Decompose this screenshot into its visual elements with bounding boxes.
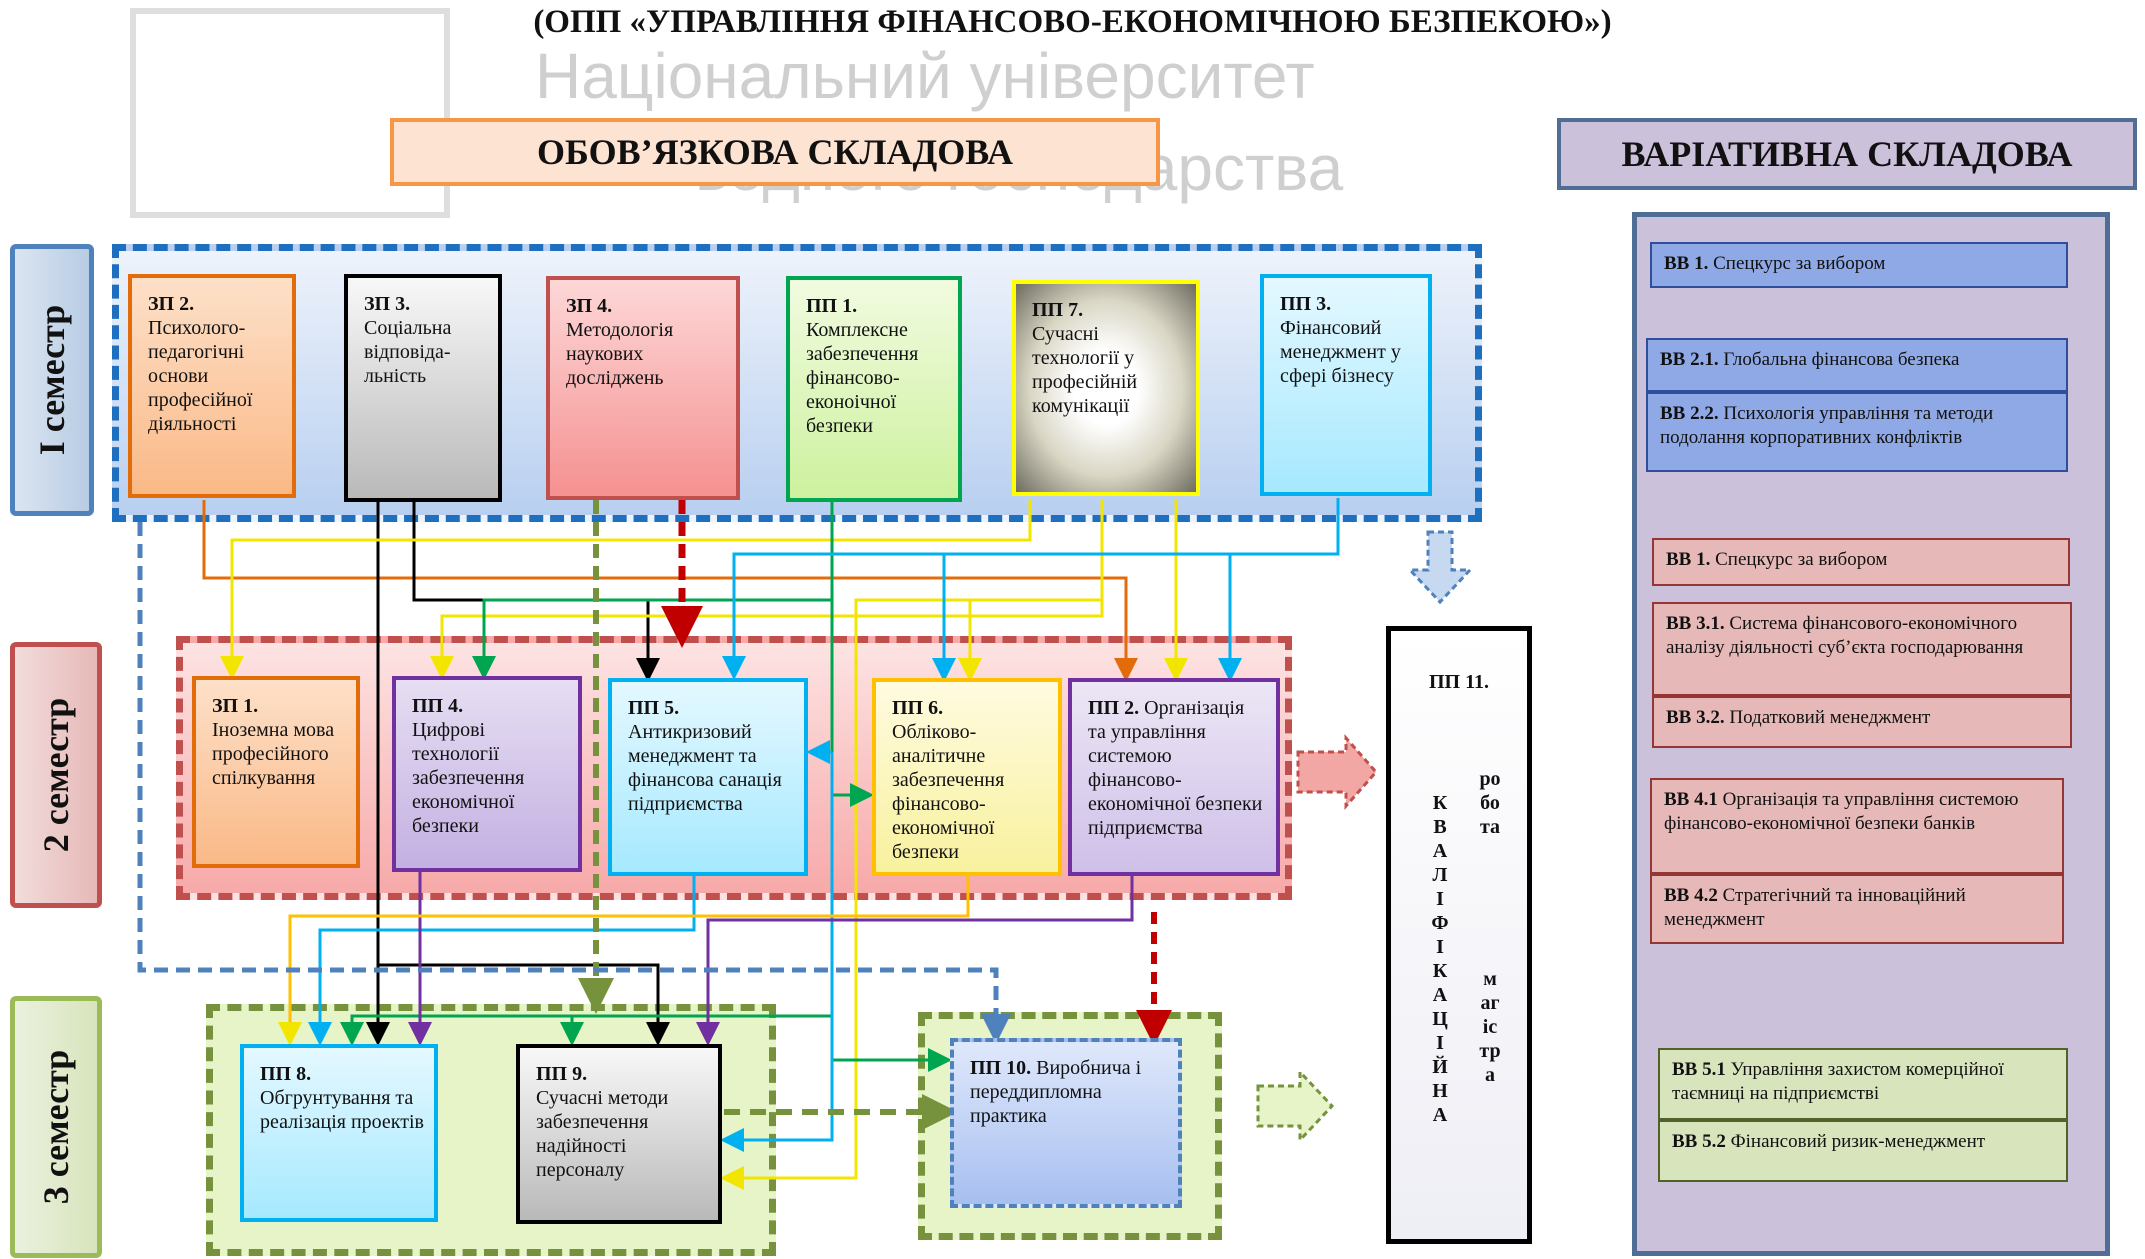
elective-item[interactable]: ВВ 1. Спецкурс за вибором	[1650, 242, 2068, 288]
elective-item[interactable]: ВВ 4.1 Організація та управління системо…	[1650, 778, 2064, 874]
course-name: Психолого-педагогічні основи професійної…	[148, 317, 253, 435]
elective-item[interactable]: ВВ 5.1 Управління захистом комерційної т…	[1658, 1048, 2068, 1120]
pp11-vertical-left: КВАЛІФІКАЦІЙНА	[1431, 792, 1449, 1126]
course-zp1[interactable]: ЗП 1. Іноземна мова професійного спілкув…	[192, 676, 360, 868]
semester-2-label: 2 семестр	[10, 642, 102, 908]
arrow-right-red	[1296, 734, 1379, 810]
elective-name: Фінансовий ризик-менеджмент	[1730, 1131, 1986, 1152]
course-zp3[interactable]: ЗП 3. Соціальна відповіда-льність	[344, 274, 502, 502]
course-name: Сучасні методи забезпечення надійності п…	[536, 1087, 669, 1181]
elective-code: ВВ 3.1.	[1666, 613, 1725, 634]
course-code: ЗП 4.	[566, 295, 613, 317]
course-name: Організація та управління системою фінан…	[1088, 697, 1263, 839]
elective-code: ВВ 5.2	[1672, 1131, 1726, 1152]
course-name: Методологія наукових досліджень	[566, 319, 674, 389]
elective-name: Психологія управління та методи подоланн…	[1660, 403, 1994, 448]
elective-item[interactable]: ВВ 2.1. Глобальна фінансова безпека	[1646, 338, 2068, 392]
course-name: Антикризовий менеджмент та фінансова сан…	[628, 721, 782, 815]
course-code: ПП 3.	[1280, 293, 1332, 315]
course-pp6[interactable]: ПП 6. Обліково-аналітичне забезпечення ф…	[872, 678, 1062, 876]
course-pp3[interactable]: ПП 3. Фінансовий менеджмент у сфері бізн…	[1260, 274, 1432, 496]
course-code: ПП 11.	[1428, 671, 1489, 693]
elective-item[interactable]: ВВ 2.2. Психологія управління та методи …	[1646, 392, 2068, 472]
course-pp10[interactable]: ПП 10. Виробнича і переддипломна практик…	[950, 1038, 1182, 1208]
course-name: Фінансовий менеджмент у сфері бізнесу	[1280, 317, 1401, 387]
semester-1-label: І семестр	[10, 244, 94, 516]
semester-3-label: 3 семестр	[10, 996, 102, 1258]
elective-code: ВВ 4.1	[1664, 789, 1718, 810]
elective-item[interactable]: ВВ 5.2 Фінансовий ризик-менеджмент	[1658, 1120, 2068, 1182]
course-name: Комплексне забезпечення фінансово-еконо­…	[806, 319, 919, 437]
elective-name: Спецкурс за вибором	[1715, 549, 1888, 570]
course-pp9[interactable]: ПП 9. Сучасні методи забезпечення надійн…	[516, 1044, 722, 1224]
elective-name: Податковий менеджмент	[1729, 707, 1931, 728]
course-code: ПП 6.	[892, 697, 944, 719]
course-code: ПП 4.	[412, 695, 464, 717]
course-code: ЗП 2.	[148, 293, 195, 315]
elective-code: ВВ 2.2.	[1660, 403, 1719, 424]
course-name: Іноземна мова професійного спілкування	[212, 719, 335, 789]
course-code: ПП 5.	[628, 697, 680, 719]
elective-header: ВАРІАТИВНА СКЛАДОВА	[1557, 118, 2137, 190]
elective-name: Стратегічний та інноваційний менеджмент	[1664, 885, 1966, 930]
semester-3-text: 3 семестр	[36, 1049, 76, 1205]
course-code: ПП 2.	[1088, 697, 1140, 719]
course-pp4[interactable]: ПП 4. Цифрові технології забезпечення ек…	[392, 676, 582, 872]
course-name: Сучасні технології у професійній комунік…	[1032, 323, 1138, 417]
arrow-right-green	[1256, 1068, 1335, 1144]
course-code: ПП 10.	[970, 1057, 1032, 1079]
elective-item[interactable]: ВВ 3.2. Податковий менеджмент	[1652, 696, 2072, 748]
elective-code: ВВ 5.1	[1672, 1059, 1726, 1080]
page-title: (ОПП «УПРАВЛІННЯ ФІНАНСОВО-ЕКОНОМІЧНОЮ Б…	[533, 4, 1612, 40]
course-name: Обліково-аналітичне забезпечення фінансо…	[892, 721, 1005, 863]
watermark-logo	[130, 8, 450, 218]
elective-item[interactable]: ВВ 1. Спецкурс за вибором	[1652, 538, 2070, 586]
elective-name: Система фінансового-економічного аналізу…	[1666, 613, 2024, 658]
mandatory-header: ОБОВ’ЯЗКОВА СКЛАДОВА	[390, 118, 1160, 186]
course-name: Цифрові технології забезпечення економіч…	[412, 719, 525, 837]
elective-item[interactable]: ВВ 4.2 Стратегічний та інноваційний мене…	[1650, 874, 2064, 944]
course-code: ПП 1.	[806, 295, 858, 317]
course-code: ПП 8.	[260, 1063, 312, 1085]
course-pp8[interactable]: ПП 8. Обгрунтування та реалізація проект…	[240, 1044, 438, 1222]
semester-1-text: І семестр	[32, 304, 72, 456]
course-pp2[interactable]: ПП 2. Організація та управління системою…	[1068, 678, 1280, 876]
course-pp1[interactable]: ПП 1. Комплексне забезпечення фінансово-…	[786, 276, 962, 502]
course-code: ЗП 3.	[364, 293, 411, 315]
course-name: Обгрунтування та реалізація проектів	[260, 1087, 424, 1133]
course-pp7[interactable]: ПП 7. Сучасні технології у професійній к…	[1012, 280, 1200, 496]
elective-name: Управління захистом комерційної таємниці…	[1672, 1059, 2004, 1104]
elective-code: ВВ 1.	[1664, 253, 1709, 274]
course-name: Соціальна відповіда-льність	[364, 317, 452, 387]
course-code: ПП 9.	[536, 1063, 588, 1085]
elective-code: ВВ 1.	[1666, 549, 1711, 570]
course-code: ПП 7.	[1032, 299, 1084, 321]
course-pp11[interactable]: ПП 11. КВАЛІФІКАЦІЙНА робота магістра	[1386, 626, 1532, 1244]
elective-code: ВВ 3.2.	[1666, 707, 1725, 728]
elective-code: ВВ 4.2	[1664, 885, 1718, 906]
elective-code: ВВ 2.1.	[1660, 349, 1719, 370]
elective-name: Спецкурс за вибором	[1713, 253, 1886, 274]
elective-name: Організація та управління системою фінан…	[1664, 789, 2019, 834]
course-zp2[interactable]: ЗП 2. Психолого-педагогічні основи профе…	[128, 274, 296, 498]
arrow-down-blue	[1406, 530, 1474, 605]
course-zp4[interactable]: ЗП 4. Методологія наукових досліджень	[546, 276, 740, 500]
semester-2-text: 2 семестр	[36, 697, 76, 853]
elective-name: Глобальна фінансова безпека	[1723, 349, 1960, 370]
pp11-vertical-right-2: магістра	[1479, 968, 1501, 1086]
pp11-vertical-right-1: робота	[1479, 768, 1501, 838]
course-pp5[interactable]: ПП 5. Антикризовий менеджмент та фінансо…	[608, 678, 808, 876]
course-code: ЗП 1.	[212, 695, 259, 717]
elective-item[interactable]: ВВ 3.1. Система фінансового-економічного…	[1652, 602, 2072, 696]
watermark-line: Національний університет	[535, 40, 1315, 112]
